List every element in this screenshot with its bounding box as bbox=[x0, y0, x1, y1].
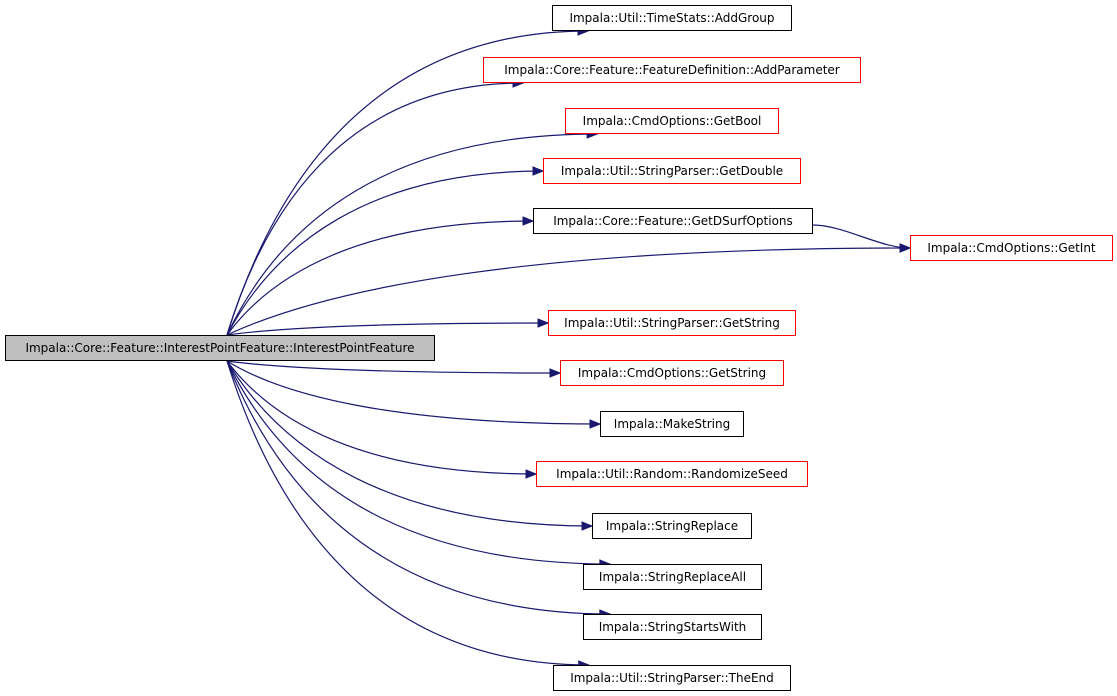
node-get-int[interactable]: Impala::CmdOptions::GetInt bbox=[910, 235, 1113, 261]
edge-root-to-n12 bbox=[226, 360, 610, 615]
node-get-double[interactable]: Impala::Util::StringParser::GetDouble bbox=[543, 158, 801, 184]
edge-root-to-n5 bbox=[226, 247, 911, 336]
edge-root-to-n6 bbox=[226, 322, 549, 336]
edge-root-to-n3 bbox=[226, 170, 544, 336]
edge-root-to-n7 bbox=[226, 360, 561, 374]
node-randomize-seed[interactable]: Impala::Util::Random::RandomizeSeed bbox=[536, 461, 808, 487]
edge-root-to-n3-arrowhead bbox=[532, 166, 545, 176]
node-add-parameter[interactable]: Impala::Core::Feature::FeatureDefinition… bbox=[483, 57, 861, 83]
edge-root-to-n10 bbox=[226, 360, 593, 527]
edge-n4-to-n5-arrowhead bbox=[899, 243, 912, 253]
edge-root-to-n9-arrowhead bbox=[525, 469, 538, 479]
edge-root-to-n7-arrowhead bbox=[549, 368, 562, 378]
node-string-parser-get-string[interactable]: Impala::Util::StringParser::GetString bbox=[548, 310, 796, 336]
edge-root-to-n11 bbox=[226, 360, 610, 565]
edge-root-to-n1 bbox=[226, 82, 524, 336]
edge-root-to-n10-arrowhead bbox=[581, 521, 594, 531]
edge-root-to-n13 bbox=[226, 360, 589, 666]
node-get-dsurf-options[interactable]: Impala::Core::Feature::GetDSurfOptions bbox=[533, 208, 813, 234]
node-get-bool[interactable]: Impala::CmdOptions::GetBool bbox=[565, 108, 779, 134]
node-string-starts-with[interactable]: Impala::StringStartsWith bbox=[583, 614, 762, 640]
node-cmd-options-get-string[interactable]: Impala::CmdOptions::GetString bbox=[560, 360, 784, 386]
node-the-end[interactable]: Impala::Util::StringParser::TheEnd bbox=[553, 665, 791, 691]
node-string-replace-all[interactable]: Impala::StringReplaceAll bbox=[583, 564, 762, 590]
edge-root-to-n9 bbox=[226, 360, 537, 475]
node-make-string[interactable]: Impala::MakeString bbox=[600, 411, 744, 437]
edge-root-to-n6-arrowhead bbox=[537, 318, 550, 328]
root-node-interest-point-feature: Impala::Core::Feature::InterestPointFeat… bbox=[5, 335, 435, 361]
edge-root-to-n8-arrowhead bbox=[589, 419, 602, 429]
edge-root-to-n2 bbox=[226, 133, 598, 336]
edge-root-to-n4 bbox=[226, 220, 534, 336]
edge-n4-to-n5 bbox=[812, 224, 911, 249]
edge-root-to-n8 bbox=[226, 360, 601, 425]
node-string-replace[interactable]: Impala::StringReplace bbox=[592, 513, 752, 539]
edge-root-to-n4-arrowhead bbox=[522, 216, 535, 226]
node-add-group[interactable]: Impala::Util::TimeStats::AddGroup bbox=[552, 5, 792, 31]
